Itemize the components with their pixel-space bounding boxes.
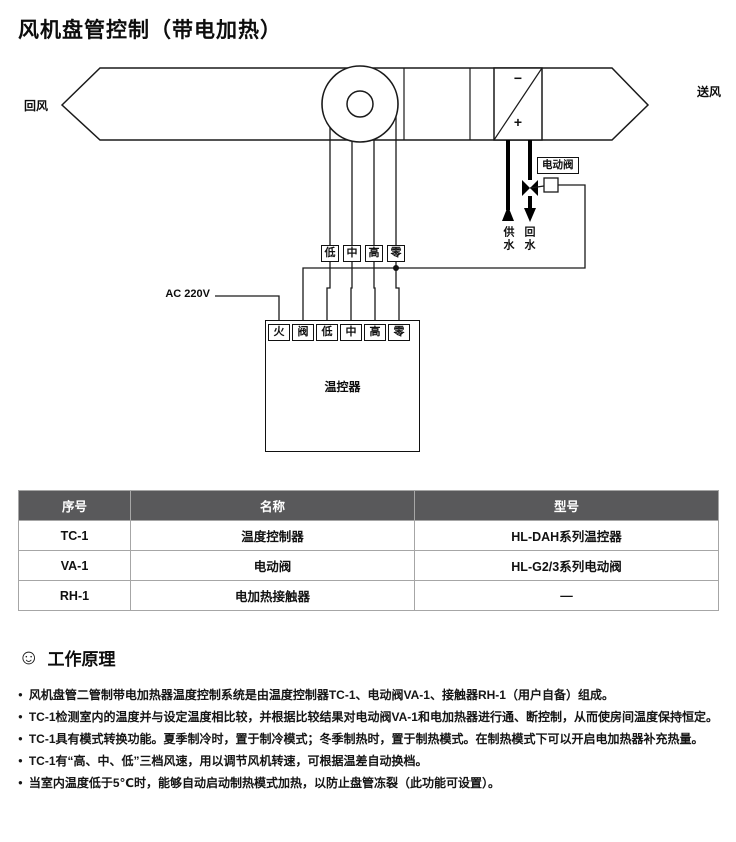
- wire-tag-low: 低: [321, 245, 339, 262]
- col-header-name: 名称: [130, 490, 415, 521]
- valve-actuator-link: [529, 185, 545, 189]
- cell-name: 温度控制器: [130, 520, 415, 551]
- terminal-valve: 阀: [292, 324, 314, 341]
- bullet-text: TC-1检测室内的温度并与设定温度相比较，并根据比较结果对电动阀VA-1和电加热…: [28, 710, 718, 724]
- thermostat-label: 温控器: [324, 380, 361, 394]
- cell-index: TC-1: [18, 520, 131, 551]
- cell-name: 电加热接触器: [130, 580, 415, 611]
- components-table: 序号 名称 型号 TC-1 温度控制器 HL-DAH系列温控器 VA-1 电动阀…: [18, 490, 719, 611]
- col-header-model: 型号: [414, 490, 719, 521]
- cell-model: HL-DAH系列温控器: [414, 520, 719, 551]
- wire-mid: [350, 122, 353, 323]
- return-water-arrow: [524, 208, 536, 222]
- coil-plus-sign: +: [513, 114, 523, 130]
- wire-tag-high: 高: [365, 245, 383, 262]
- wire-junction-dot: [393, 265, 399, 271]
- wire-neutral: [395, 106, 400, 323]
- wire-low: [326, 120, 331, 323]
- terminal-mid: 中: [340, 324, 362, 341]
- bullet-text: TC-1有“高、中、低”三档风速，用以调节风机转速，可根据温差自动换档。: [28, 754, 428, 768]
- terminal-low: 低: [316, 324, 338, 341]
- duct-outline: [60, 67, 650, 141]
- supply-air-label: 送风: [697, 85, 722, 99]
- working-principle-section: ☺ 工作原理 ● 风机盘管二管制带电加热器温度控制系统是由温度控制器TC-1、电…: [18, 645, 720, 796]
- bullet-text: 风机盘管二管制带电加热器温度控制系统是由温度控制器TC-1、电动阀VA-1、接触…: [28, 688, 614, 702]
- working-principle-header: ☺ 工作原理: [18, 645, 720, 670]
- return-air-label: 回风: [24, 99, 49, 113]
- table-row: RH-1 电加热接触器 —: [18, 580, 719, 611]
- bullet-item: ● 当室内温度低于5℃时，能够自动启动制热模式加热，以防止盘管冻裂（此功能可设置…: [18, 774, 720, 796]
- bullet-text: TC-1具有模式转换功能。夏季制冷时，置于制冷模式；冬季制热时，置于制热模式。在…: [28, 732, 704, 746]
- valve-bowtie-icon: [522, 180, 530, 196]
- bullet-icon: ●: [18, 734, 23, 743]
- thermostat-box: [265, 320, 420, 452]
- bullet-icon: ●: [18, 712, 23, 721]
- bullet-text: 当室内温度低于5℃时，能够自动启动制热模式加热，以防止盘管冻裂（此功能可设置）。: [28, 776, 501, 790]
- supply-water-arrow: [502, 206, 514, 221]
- bullet-item: ● TC-1有“高、中、低”三档风速，用以调节风机转速，可根据温差自动换档。: [18, 752, 720, 774]
- working-principle-title: 工作原理: [47, 650, 116, 669]
- table-header-row: 序号 名称 型号: [18, 490, 719, 521]
- bullet-item: ● TC-1检测室内的温度并与设定温度相比较，并根据比较结果对电动阀VA-1和电…: [18, 708, 720, 730]
- terminal-neutral: 零: [388, 324, 410, 341]
- cell-model: —: [414, 580, 719, 611]
- table-row: TC-1 温度控制器 HL-DAH系列温控器: [18, 520, 719, 551]
- smiley-icon: ☺: [18, 645, 40, 669]
- fan-hub-icon: [346, 90, 374, 118]
- cell-name: 电动阀: [130, 550, 415, 581]
- coil-diagonal: [493, 67, 543, 141]
- return-water-label: 回水: [523, 226, 535, 252]
- bullet-item: ● TC-1具有模式转换功能。夏季制冷时，置于制冷模式；冬季制热时，置于制热模式…: [18, 730, 720, 752]
- principle-bullets: ● 风机盘管二管制带电加热器温度控制系统是由温度控制器TC-1、电动阀VA-1、…: [18, 686, 720, 796]
- ac-power-label: AC 220V: [165, 288, 210, 300]
- wire-live: [215, 295, 280, 323]
- cell-index: VA-1: [18, 550, 131, 581]
- bullet-icon: ●: [18, 778, 23, 787]
- wire-tag-neutral: 零: [387, 245, 405, 262]
- table-row: VA-1 电动阀 HL-G2/3系列电动阀: [18, 550, 719, 581]
- cell-index: RH-1: [18, 580, 131, 611]
- diagram-canvas: [60, 65, 650, 323]
- bullet-icon: ●: [18, 690, 23, 699]
- valve-actuator: [543, 177, 559, 193]
- terminal-high: 高: [364, 324, 386, 341]
- terminal-live: 火: [268, 324, 290, 341]
- coil-minus-sign: −: [513, 70, 523, 86]
- wire-high: [373, 122, 376, 323]
- wiring-diagram: 回风 送风 − + 电动阀 供水 回水 AC 220V 低 中 高 零 火 阀 …: [0, 60, 736, 468]
- bullet-icon: ●: [18, 756, 23, 765]
- wire-valve: [302, 184, 586, 323]
- wire-tag-mid: 中: [343, 245, 361, 262]
- cell-model: HL-G2/3系列电动阀: [414, 550, 719, 581]
- col-header-index: 序号: [18, 490, 131, 521]
- electric-valve-label: 电动阀: [537, 157, 579, 174]
- bullet-item: ● 风机盘管二管制带电加热器温度控制系统是由温度控制器TC-1、电动阀VA-1、…: [18, 686, 720, 708]
- supply-water-label: 供水: [502, 226, 514, 252]
- page-title: 风机盘管控制（带电加热）: [18, 19, 282, 42]
